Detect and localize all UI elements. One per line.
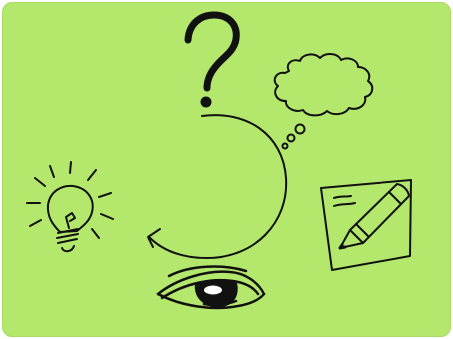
question-mark-icon [188,15,236,108]
paper-and-pencil-icon [321,180,411,270]
thought-bubble-icon [275,54,373,148]
eye-icon [158,267,264,308]
cycle-arrow [148,115,286,258]
lightbulb-icon [27,162,113,251]
